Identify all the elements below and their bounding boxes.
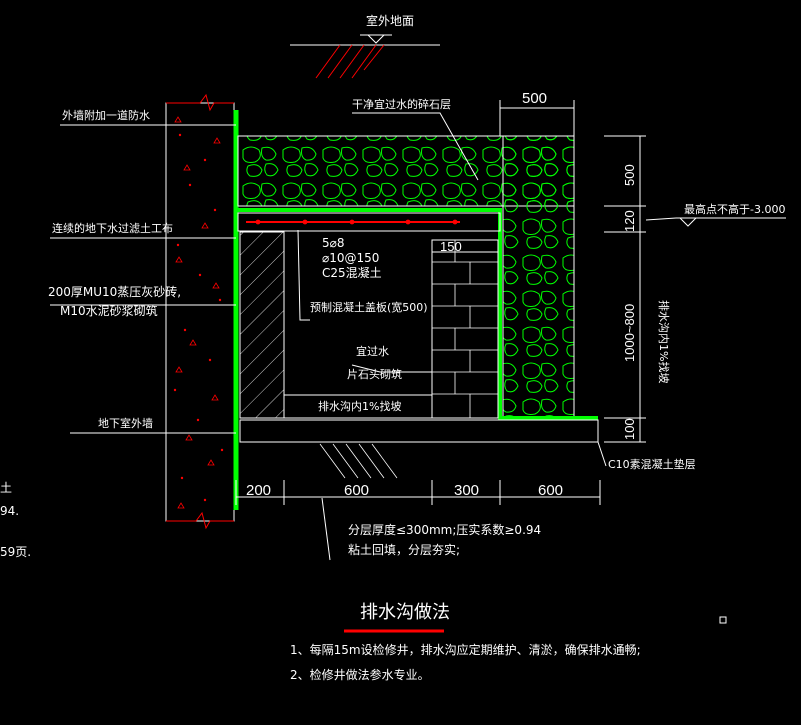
dim-top: 500	[522, 90, 547, 107]
note-2: 2、检修井做法参水专业。	[290, 667, 430, 682]
cover-slab	[237, 212, 501, 232]
inner-slope-label: 排水沟内1%找坡	[318, 399, 401, 413]
top-dimension	[499, 100, 575, 136]
wall-label: 地下室外墙	[98, 416, 153, 430]
side-wall-left	[239, 231, 285, 419]
dim-bottom-2: 600	[344, 482, 369, 499]
dim-bottom-3: 300	[454, 482, 479, 499]
drawing-title: 排水沟做法	[360, 602, 450, 623]
vertical-slope-label: 排水沟内1%找坡	[657, 300, 671, 383]
cushion-label: C10素混凝土垫层	[608, 457, 696, 471]
backfill-hatch	[319, 443, 398, 479]
gravel-label: 干净宜过水的碎石层	[352, 97, 451, 111]
cushion-layer	[239, 419, 599, 443]
compaction-label-2: 粘土回填，分层夯实;	[348, 542, 460, 557]
channel-outline	[236, 208, 598, 420]
leader-lines	[50, 112, 607, 561]
dim-bottom-1: 200	[246, 482, 271, 499]
slab-label: 预制混凝土盖板(宽500)	[310, 300, 428, 314]
elevation-marker	[645, 217, 786, 227]
bottom-dimensions	[235, 480, 601, 505]
dim-right-4: 100	[622, 418, 637, 440]
waterproof-label: 外墙附加一道防水	[62, 108, 150, 122]
note-1: 1、每隔15m设检修井，排水沟应定期维护、清淤，确保排水通畅;	[290, 642, 641, 657]
cut-text-1: 土	[0, 481, 12, 495]
masonry-label-1: 200厚MU10蒸压灰砂砖,	[48, 284, 181, 299]
dim-right-3: 1000~800	[622, 304, 637, 362]
gravel-column	[502, 135, 575, 418]
dim-right-2: 120	[622, 210, 637, 232]
stone-label-2: 片石头砌筑	[347, 367, 402, 381]
rebar-label-3: C25混凝土	[322, 265, 382, 280]
stone-wall-right	[431, 239, 499, 419]
rebar-label-1: 5⌀8	[322, 236, 345, 250]
dim-right-1: 500	[622, 164, 637, 186]
masonry-wall	[165, 93, 235, 530]
dim-inner: 150	[440, 239, 462, 254]
dim-bottom-4: 600	[538, 482, 563, 499]
compaction-label-1: 分层厚度≤300mm;压实系数≥0.94	[348, 522, 541, 537]
geotextile-label: 连续的地下水过滤土工布	[52, 221, 173, 235]
cut-text-3: 59页.	[0, 545, 31, 559]
view-marker	[719, 616, 727, 624]
highest-point-label: 最高点不高于-3.000	[684, 202, 785, 216]
cut-text-2: 94.	[0, 504, 19, 518]
right-dimensions	[604, 135, 646, 443]
stone-label-1: 宜过水	[356, 344, 389, 358]
rebar-label-2: ⌀10@150	[322, 251, 379, 265]
ground-symbol	[290, 34, 440, 79]
ground-label: 室外地面	[366, 13, 414, 28]
masonry-label-2: M10水泥砂浆砌筑	[60, 303, 158, 318]
